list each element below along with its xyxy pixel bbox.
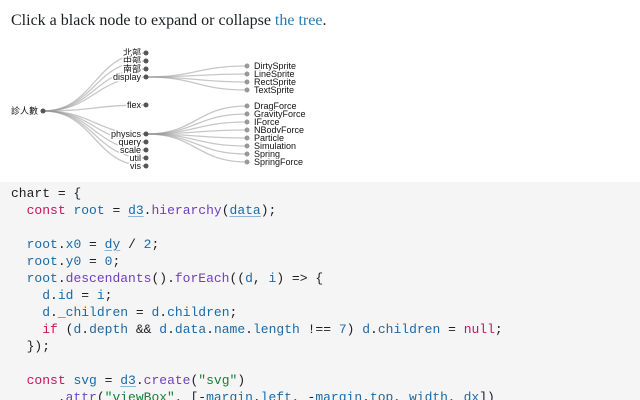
tree-node-display-child-1: LineSprite	[244, 68, 296, 81]
tree-node-physics-child-6: Spring	[244, 148, 282, 161]
tree-link	[42, 104, 147, 112]
tree-node-dot	[244, 71, 250, 77]
tree-link	[145, 133, 248, 163]
tree-node-level1-5[interactable]: physics	[109, 128, 149, 141]
tree-node-label: flex	[127, 100, 142, 110]
tree-node-dot	[244, 87, 250, 93]
tree-node-label: TextSprite	[254, 85, 294, 95]
tree-node-physics-child-5: Simulation	[244, 140, 298, 153]
intro-text-before: Click a black node to expand or collapse	[11, 12, 275, 29]
tree-node-label: 南部	[123, 63, 141, 74]
tree-node-dot	[244, 79, 250, 85]
tree-node-dot	[244, 119, 250, 125]
code-line: const root = d3.hierarchy(data);	[26, 203, 277, 218]
tree-links	[42, 52, 248, 167]
code-line: d._children = d.children;	[42, 305, 238, 320]
code-listing: chart = { const root = d3.hierarchy(data…	[0, 182, 640, 400]
tree-node-dot[interactable]	[143, 74, 149, 80]
tree-node-label: SpringForce	[254, 157, 303, 167]
tree-node-label: 中部	[123, 55, 141, 66]
tree-link	[42, 76, 147, 112]
tree-node-dot[interactable]	[143, 139, 149, 145]
tree-node-dot	[244, 159, 250, 165]
tree-node-dot[interactable]	[143, 147, 149, 153]
tree-node-physics-child-7: SpringForce	[244, 156, 305, 169]
tree-node-level1-7[interactable]: scale	[118, 144, 149, 157]
code-line: root.x0 = dy / 2;	[26, 237, 160, 252]
code-block: chart = { const root = d3.hierarchy(data…	[0, 182, 640, 400]
tree-node-dot[interactable]	[143, 155, 149, 161]
tree-node-dot[interactable]	[143, 131, 149, 137]
code-line: root.descendants().forEach((d, i) => {	[26, 271, 324, 286]
code-line: });	[11, 339, 51, 354]
tree-node-display-child-2: RectSprite	[244, 76, 298, 89]
tree-node-display-child-0: DirtySprite	[244, 60, 298, 73]
tree-node-label: 診人數	[11, 105, 38, 116]
tree-node-label: physics	[111, 129, 142, 139]
tree-link	[42, 110, 147, 167]
tree-node-label: GravityForce	[254, 109, 306, 119]
tree-node-label: NBodyForce	[254, 125, 304, 135]
tree-node-level1-0[interactable]: 北部	[121, 46, 149, 60]
tree-node-physics-child-3: NBodyForce	[244, 124, 306, 137]
tree-node-level1-6[interactable]: query	[117, 136, 149, 149]
tree-link	[145, 76, 248, 91]
tree-node-physics-child-4: Particle	[244, 132, 286, 145]
tree-node-label: LineSprite	[254, 69, 295, 79]
tree-node-level1-2[interactable]: 南部	[121, 62, 149, 76]
tree-node-dot[interactable]	[40, 108, 46, 114]
tree-node-dot	[244, 143, 250, 149]
tree-node-label: DirtySprite	[254, 61, 296, 71]
tree-link	[145, 73, 248, 78]
tree-node-label: DragForce	[254, 101, 297, 111]
code-line: d.id = i;	[42, 288, 113, 303]
tree-node-dot	[244, 63, 250, 69]
tree-node-level1-9[interactable]: vis	[129, 160, 149, 173]
tree-node-label: Particle	[254, 133, 284, 143]
tree-link	[145, 133, 248, 155]
tree-node-label: display	[113, 72, 142, 82]
tree-node-root[interactable]: 診人數	[9, 104, 46, 118]
tree-node-label: Simulation	[254, 141, 296, 151]
tree-link	[145, 113, 248, 135]
tree-node-dot[interactable]	[143, 50, 149, 56]
intro-text: Click a black node to expand or collapse…	[11, 12, 326, 30]
tree-node-dot[interactable]	[143, 66, 149, 72]
tree-node-dot	[244, 111, 250, 117]
tree-node-dot	[244, 135, 250, 141]
code-line: root.y0 = 0;	[26, 254, 121, 269]
tree-node-dot[interactable]	[143, 58, 149, 64]
tree-node-dot	[244, 103, 250, 109]
code-line: if (d.depth && d.data.name.length !== 7)…	[42, 322, 503, 337]
tree-node-level1-1[interactable]: 中部	[121, 54, 149, 68]
tree-link[interactable]: the tree	[274, 12, 323, 29]
tree-node-label: query	[118, 137, 141, 147]
code-line: chart = {	[11, 186, 82, 201]
tree-node-physics-child-0: DragForce	[244, 100, 298, 113]
code-line: const svg = d3.create("svg")	[26, 373, 246, 388]
tree-node-label: vis	[130, 161, 141, 171]
tree-node-dot	[244, 151, 250, 157]
tree-node-level1-4[interactable]: flex	[125, 99, 149, 112]
tree-link	[145, 129, 248, 135]
tree-node-label: RectSprite	[254, 77, 296, 87]
tree-node-dot[interactable]	[143, 102, 149, 108]
tree-node-label: 北部	[123, 47, 141, 58]
tree-node-physics-child-1: GravityForce	[244, 108, 307, 121]
tree-node-label: IForce	[254, 117, 280, 127]
code-line: .attr("viewBox", [-margin.left, -margin.…	[11, 390, 495, 400]
tree-node-display-child-3: TextSprite	[244, 84, 296, 97]
tree-node-dot[interactable]	[143, 163, 149, 169]
tree-node-dot	[244, 127, 250, 133]
tree-node-level1-8[interactable]: util	[128, 152, 149, 165]
tree-node-level1-3[interactable]: display	[111, 71, 149, 84]
tree-node-label: scale	[120, 145, 141, 155]
tree-node-label: util	[129, 153, 141, 163]
tree-node-label: Spring	[254, 149, 280, 159]
tree-node-physics-child-2: IForce	[244, 116, 281, 129]
intro-text-after: .	[322, 12, 327, 29]
